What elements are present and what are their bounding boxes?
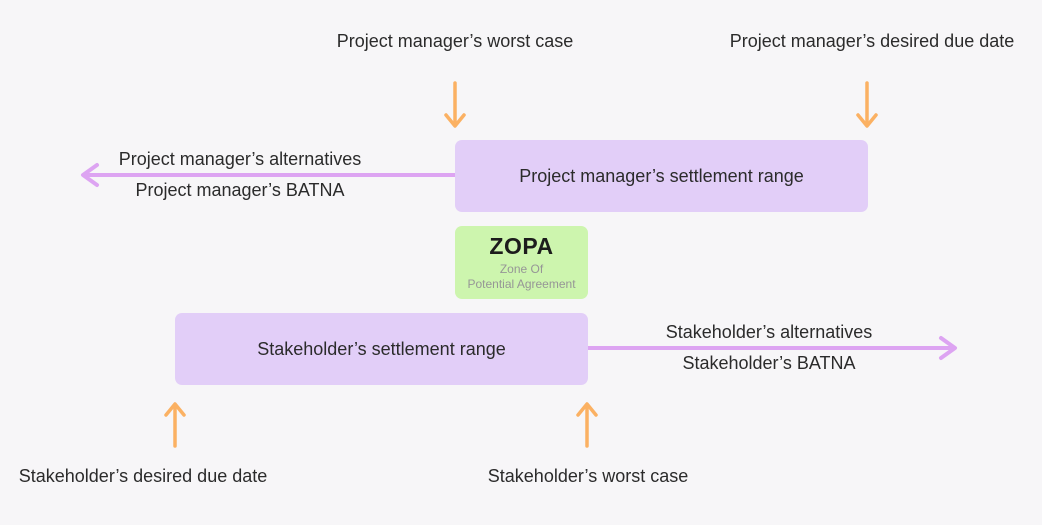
sh-worst-case-up-arrow-icon [576, 402, 598, 448]
zopa-subtitle: Zone Of Potential Agreement [467, 262, 575, 292]
sh-settlement-range-label: Stakeholder’s settlement range [257, 338, 506, 359]
sh-batna-label: Stakeholder’s BATNA [682, 353, 856, 373]
zopa-title: ZOPA [489, 233, 554, 259]
pm-settlement-range-box: Project manager’s settlement range [455, 140, 868, 212]
sh-desired-due-date-up-arrow-icon [164, 402, 186, 448]
pm-alternatives-label: Project manager’s alternatives [118, 149, 362, 169]
sh-alternatives-label: Stakeholder’s alternatives [665, 322, 873, 342]
sh-worst-case-label: Stakeholder’s worst case [487, 466, 689, 486]
pm-worst-case-down-arrow-icon [444, 81, 466, 128]
zopa-subtitle-line2: Potential Agreement [467, 277, 576, 291]
zopa-box: ZOPA Zone Of Potential Agreement [455, 226, 588, 299]
zopa-subtitle-line1: Zone Of [499, 262, 544, 276]
pm-batna-label: Project manager’s BATNA [135, 180, 345, 200]
pm-settlement-range-label: Project manager’s settlement range [519, 165, 804, 186]
pm-alternatives-left-arrow-icon [81, 163, 457, 187]
sh-desired-due-date-label: Stakeholder’s desired due date [18, 466, 268, 486]
pm-worst-case-label: Project manager’s worst case [336, 31, 574, 51]
pm-desired-due-date-down-arrow-icon [856, 81, 878, 128]
sh-settlement-range-box: Stakeholder’s settlement range [175, 313, 588, 385]
pm-desired-due-date-label: Project manager’s desired due date [729, 31, 1015, 51]
sh-alternatives-right-arrow-icon [586, 336, 957, 360]
